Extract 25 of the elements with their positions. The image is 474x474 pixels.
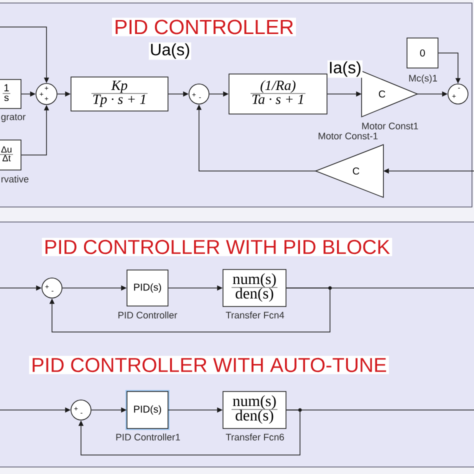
pid-block: PID(s) <box>126 390 170 430</box>
constant-block: 0 <box>406 38 438 68</box>
block-label: Transfer Fcn4 <box>226 312 284 318</box>
transfer-function-block: Kp Tp · s + 1 <box>70 76 168 112</box>
block-label: PID Controller <box>118 312 178 318</box>
section-heading: PID CONTROLLER <box>112 18 296 36</box>
gain-triangle: C <box>314 144 384 198</box>
block-label: rvative <box>2 176 28 182</box>
signal-label: Ia(s) <box>328 60 362 78</box>
transfer-function-block: num(s) den(s) <box>222 391 286 429</box>
block-label: Motor Const1 <box>362 122 418 130</box>
signal-label: Ua(s) <box>148 42 192 60</box>
block-label: Transfer Fcn6 <box>226 434 284 440</box>
block-label: PID Controller1 <box>116 434 180 440</box>
block-label: grator <box>1 114 26 122</box>
arrow <box>49 288 330 332</box>
derivative-block: Δu Δt <box>0 140 22 170</box>
transfer-function-block: num(s) den(s) <box>222 269 286 307</box>
arrow <box>78 410 300 456</box>
block-label: Motor Const-1 <box>318 132 378 140</box>
integrator-block: 1 s <box>0 79 22 109</box>
section-heading: PID CONTROLLER WITH PID BLOCK <box>42 238 392 256</box>
transfer-function-block: (1/Ra) Ta · s + 1 <box>228 74 328 114</box>
section-heading: PID CONTROLLER WITH AUTO-TUNE <box>29 356 389 374</box>
pid-block: PID(s) <box>126 270 168 306</box>
